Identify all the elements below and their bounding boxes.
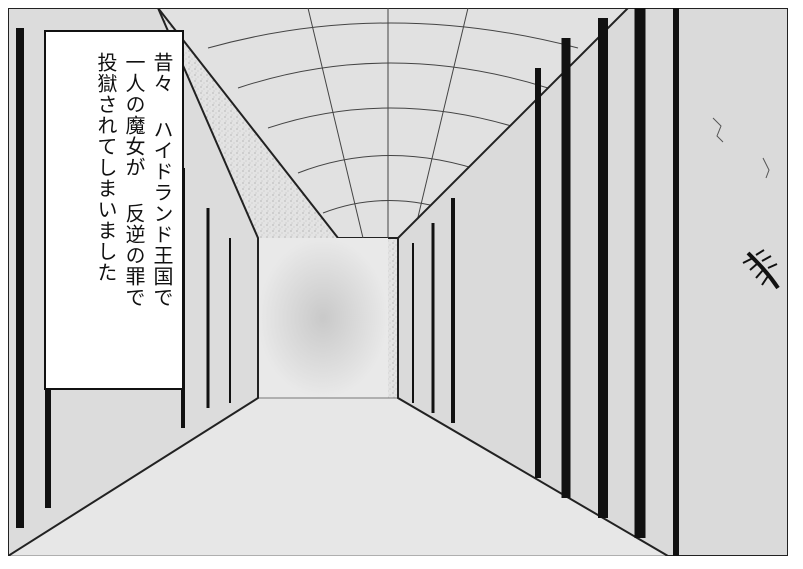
narration-text: 昔々 ハイドランド王国で 一人の魔女が 反逆の罪で 投獄されてしまいました bbox=[92, 52, 176, 382]
tunnel-depth bbox=[258, 238, 388, 398]
wall-cracks bbox=[712, 117, 770, 179]
ceiling-ribs bbox=[207, 8, 579, 239]
manga-panel: 昔々 ハイドランド王国で 一人の魔女が 反逆の罪で 投獄されてしまいました bbox=[8, 8, 788, 556]
narration-line: 投獄されてしまいました bbox=[94, 52, 118, 283]
centipede-icon bbox=[742, 249, 780, 290]
narration-line: 昔々 ハイドランド王国で bbox=[150, 52, 174, 308]
right-wall bbox=[397, 8, 788, 556]
right-wall-pillars bbox=[412, 8, 679, 556]
narration-line: 一人の魔女が 反逆の罪で bbox=[122, 52, 146, 308]
narration-caption-box: 昔々 ハイドランド王国で 一人の魔女が 反逆の罪で 投獄されてしまいました bbox=[44, 30, 184, 390]
